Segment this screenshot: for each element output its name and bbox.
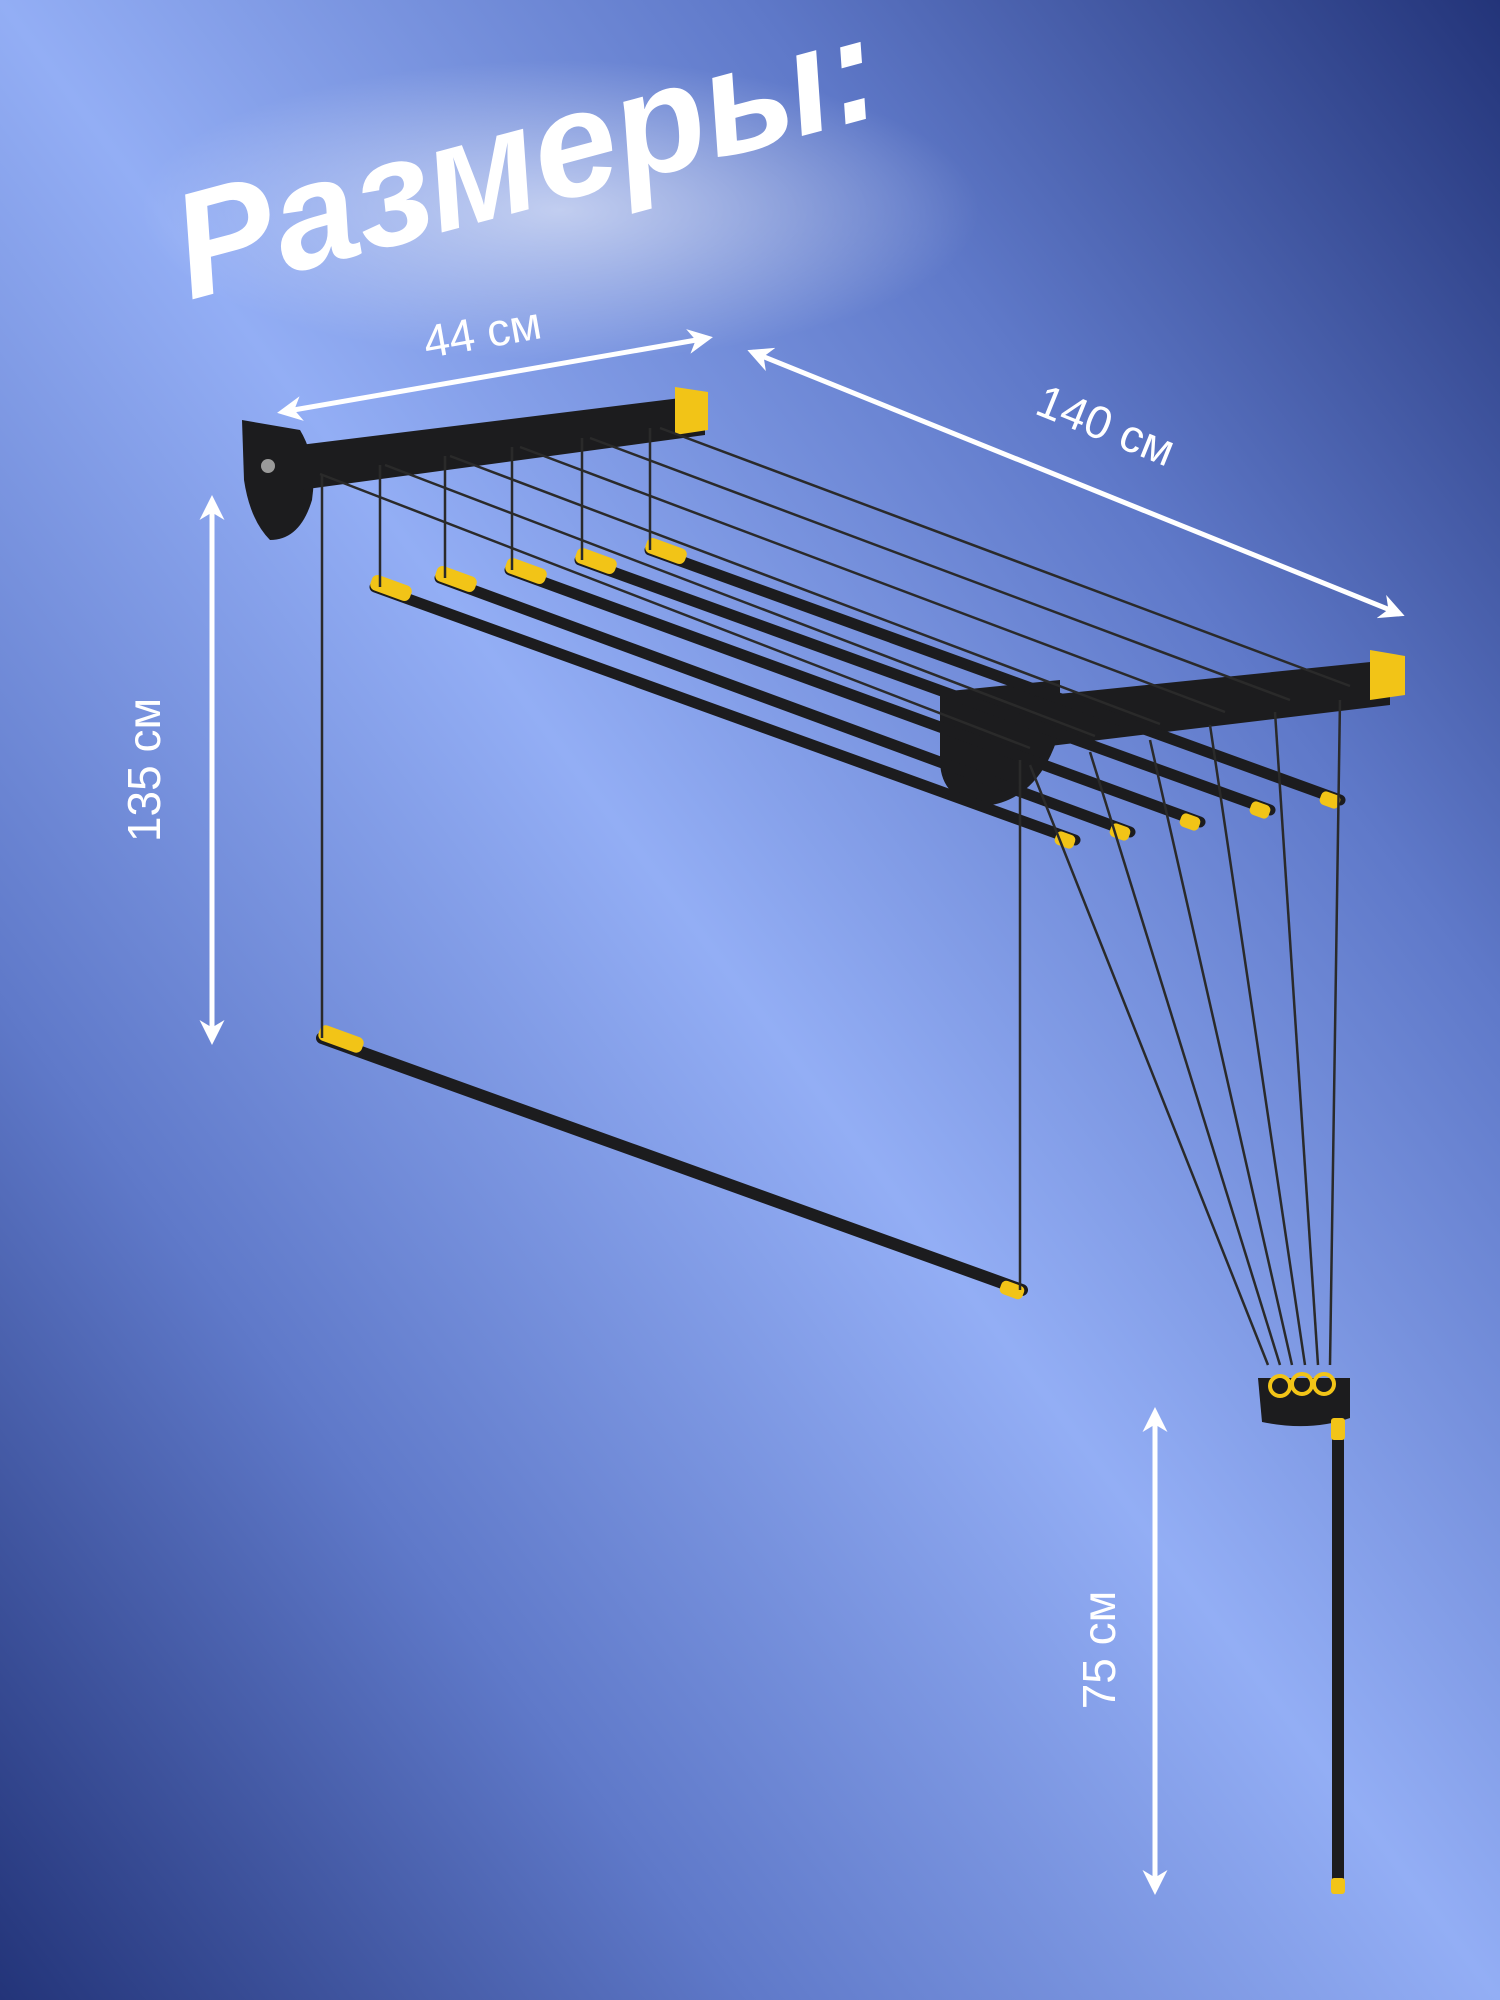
top-cables [319, 426, 1351, 750]
rod-hangers [320, 428, 1022, 1290]
lowered-rod [316, 1025, 1028, 1300]
rod [574, 547, 1276, 819]
drying-rods [316, 537, 1346, 1300]
height-label: 135 см [118, 698, 170, 842]
pulley-cleat [1258, 1372, 1350, 1427]
dimension-arrows [199, 329, 1405, 1895]
title-glow [140, 60, 980, 360]
rod [504, 557, 1206, 831]
pole-label: 75 см [1073, 1591, 1125, 1710]
depth-arrow [277, 329, 713, 421]
pulley-cables [1028, 699, 1342, 1366]
near-bracket [242, 387, 708, 540]
length-arrow [747, 347, 1405, 619]
control-pole [1331, 1418, 1345, 1894]
rod [644, 537, 1346, 809]
